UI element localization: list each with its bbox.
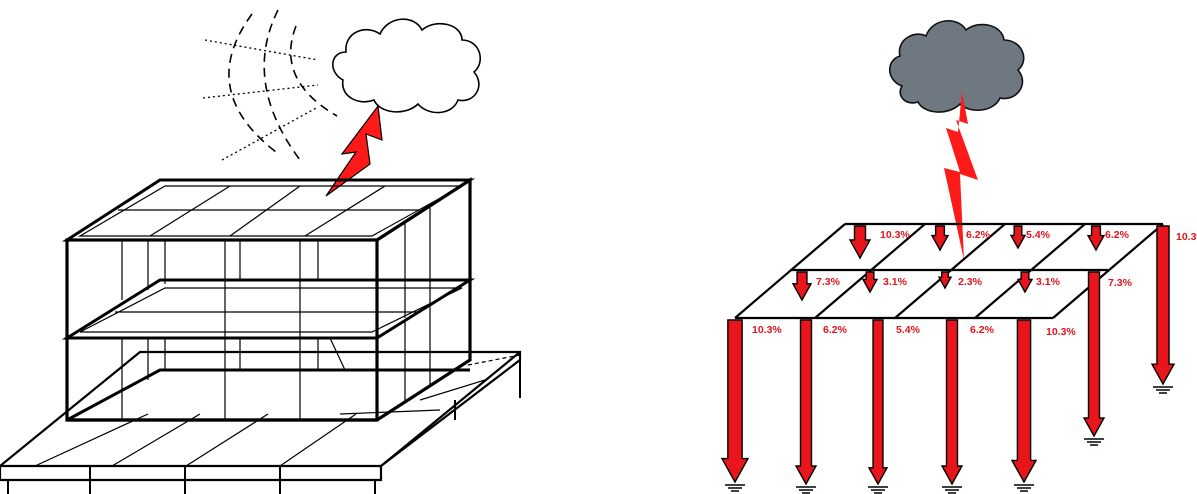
current-arrow-4 — [1088, 226, 1104, 250]
current-arrow-1 — [850, 226, 870, 258]
middle-row-label-5: 7.3% — [1108, 277, 1133, 289]
front-row-label-3: 5.4% — [896, 324, 921, 336]
front-row-label-1: 10.3% — [752, 324, 782, 336]
current-arrows — [722, 226, 1174, 484]
front-row-label-4: 6.2% — [970, 324, 995, 336]
back-row-label-1: 10.3% — [880, 229, 910, 241]
current-arrow-6 — [793, 272, 811, 300]
current-arrow-3 — [1011, 226, 1025, 248]
ground-symbol-icon — [1084, 439, 1104, 445]
lightning-bolt-icon — [326, 106, 382, 196]
left-building-diagram — [0, 10, 520, 494]
front-row-label-2: 6.2% — [823, 324, 848, 336]
back-row-label-5: 10.3% — [1176, 231, 1197, 243]
cloud-icon — [333, 19, 480, 112]
back-row-label-4: 6.2% — [1105, 229, 1130, 241]
middle-row-label-2: 3.1% — [883, 276, 908, 288]
radiated-waves — [229, 10, 337, 160]
current-arrow-14 — [942, 320, 962, 484]
ground-symbol-icon — [796, 487, 816, 493]
storm-cloud-icon — [890, 21, 1024, 112]
field-lines — [203, 40, 318, 160]
current-arrow-8 — [939, 272, 951, 288]
middle-row-label-1: 7.3% — [816, 276, 841, 288]
current-arrow-5 — [1152, 226, 1174, 384]
current-arrow-9 — [1018, 272, 1032, 292]
current-arrow-11 — [722, 320, 748, 482]
current-arrow-12 — [796, 320, 816, 484]
ground-symbol-icon — [1014, 485, 1034, 491]
front-row-label-5: 10.3% — [1046, 326, 1076, 338]
back-row-label-2: 6.2% — [966, 229, 991, 241]
current-arrow-15 — [1012, 320, 1036, 482]
current-arrow-10 — [1084, 272, 1104, 436]
middle-row-label-4: 3.1% — [1036, 276, 1061, 288]
ground-symbol-icon — [725, 485, 745, 491]
ground-symbol-icon — [942, 487, 962, 493]
back-row-label-3: 5.4% — [1026, 229, 1051, 241]
current-arrow-2 — [932, 226, 948, 250]
right-current-distribution: 10.3% 6.2% 5.4% 6.2% 10.3% 7.3% 3.1% 2.3… — [722, 21, 1197, 493]
ground-symbol-icon — [1153, 387, 1173, 393]
ground-symbol-icon — [868, 487, 888, 493]
current-arrow-13 — [869, 320, 887, 484]
middle-row-label-3: 2.3% — [958, 276, 983, 288]
